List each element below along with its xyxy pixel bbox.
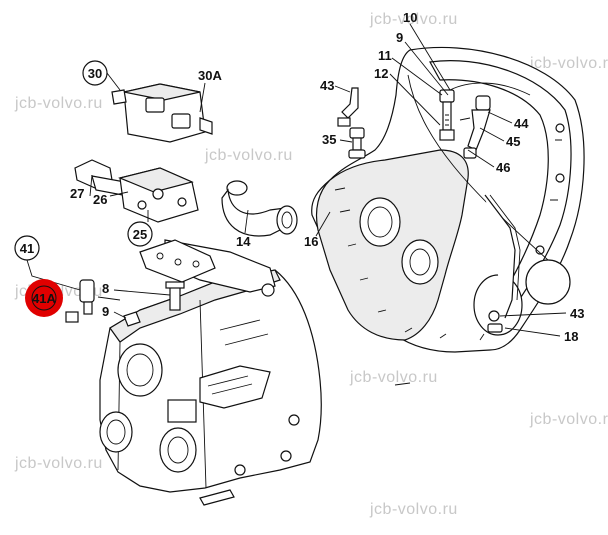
callout-14[interactable]: 14 — [236, 234, 251, 249]
svg-text:41: 41 — [20, 241, 34, 256]
solenoid-valve — [74, 159, 199, 223]
svg-text:25: 25 — [133, 227, 147, 242]
callout-30[interactable]: 30 — [82, 60, 108, 86]
watermarks: jcb-volvo.ru jcb-volvo.ru jcb-volvo.ru j… — [14, 11, 608, 518]
callouts: 30 30A 27 26 25 14 16 41 41A 8 9 43 35 1… — [14, 10, 584, 344]
callout-18[interactable]: 18 — [564, 329, 578, 344]
solenoid-block-30 — [111, 83, 213, 143]
fitting-35 — [348, 127, 366, 159]
svg-text:30: 30 — [88, 66, 102, 81]
callout-45[interactable]: 45 — [506, 134, 520, 149]
callout-30A[interactable]: 30A — [198, 68, 222, 83]
watermark: jcb-volvo.ru — [204, 147, 293, 164]
leader-lines — [26, 23, 567, 337]
callout-43-top[interactable]: 43 — [320, 78, 334, 93]
watermark: jcb-volvo.ru — [369, 501, 458, 518]
callout-44[interactable]: 44 — [514, 116, 529, 131]
sensor-41A — [65, 279, 95, 323]
pipe-14 — [221, 180, 298, 237]
bell-housing — [311, 46, 585, 386]
callout-9[interactable]: 9 — [102, 304, 109, 319]
watermark: jcb-volvo.ru — [529, 411, 608, 428]
callout-27[interactable]: 27 — [70, 186, 84, 201]
callout-10[interactable]: 10 — [403, 10, 417, 25]
callout-8[interactable]: 8 — [102, 281, 109, 296]
bolts-8-9 — [123, 281, 185, 327]
gearbox-housing — [99, 239, 322, 506]
callout-11[interactable]: 11 — [378, 48, 392, 63]
watermark: jcb-volvo.ru — [14, 95, 103, 112]
watermark: jcb-volvo.ru — [349, 369, 438, 386]
callout-35[interactable]: 35 — [322, 132, 336, 147]
valve-plate — [139, 239, 216, 283]
watermark: jcb-volvo.ru — [529, 55, 608, 72]
callout-43-bottom[interactable]: 43 — [570, 306, 584, 321]
pipe-43 — [337, 87, 359, 127]
callout-26[interactable]: 26 — [93, 192, 107, 207]
callout-46[interactable]: 46 — [496, 160, 510, 175]
callout-16[interactable]: 16 — [304, 234, 318, 249]
callout-9-top[interactable]: 9 — [396, 30, 403, 45]
breather-fittings — [439, 89, 491, 159]
callout-25[interactable]: 25 — [127, 221, 153, 247]
svg-text:41A: 41A — [32, 291, 56, 306]
callout-41[interactable]: 41 — [14, 235, 40, 261]
callout-12[interactable]: 12 — [374, 66, 388, 81]
callout-41A[interactable]: 41A — [25, 279, 63, 317]
watermark: jcb-volvo.ru — [369, 11, 458, 28]
watermark: jcb-volvo.ru — [14, 455, 103, 472]
bolts-43-18 — [487, 310, 503, 333]
